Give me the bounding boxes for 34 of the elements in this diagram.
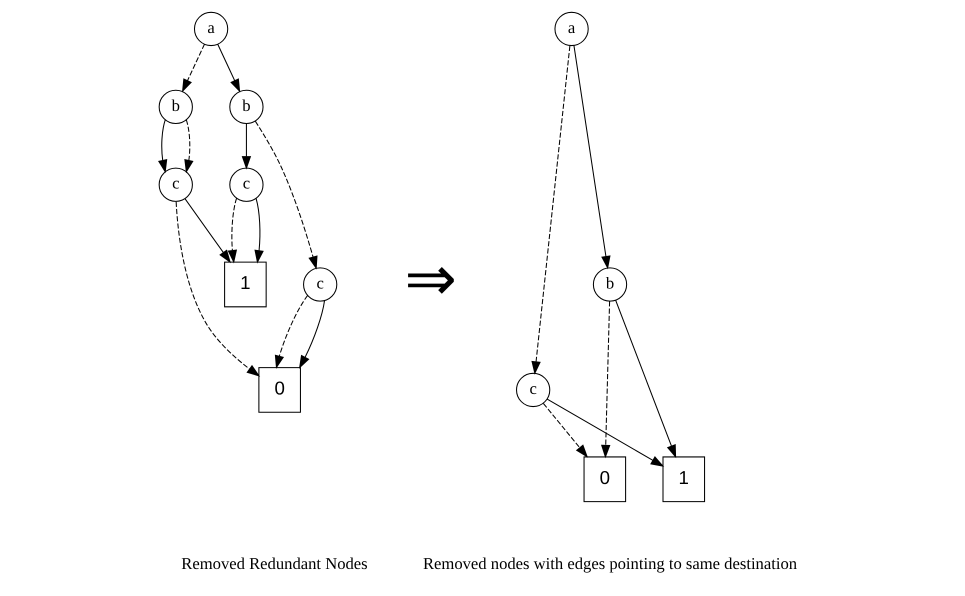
arrow: [228, 198, 238, 264]
arrow: [573, 45, 611, 270]
arrow: [217, 44, 240, 93]
arrow: [547, 398, 664, 467]
node-box: 1: [662, 456, 706, 502]
node-circle: c: [516, 372, 550, 408]
node-circle: c: [229, 168, 264, 202]
arrow: [601, 301, 610, 458]
node-circle: c: [158, 168, 193, 202]
arrow: [254, 198, 264, 264]
node-circle: b: [158, 90, 193, 124]
arrow: [176, 202, 260, 377]
arrow: [184, 120, 194, 174]
label: ⇒: [404, 245, 456, 314]
arrow: [543, 403, 588, 458]
node-box: 1: [224, 262, 267, 308]
node-circle: a: [554, 12, 589, 46]
node-box: 0: [584, 456, 626, 502]
label: Removed nodes with edges pointing to same destination: [422, 554, 798, 573]
arrow: [182, 44, 205, 93]
arrow: [158, 120, 168, 174]
arrow: [615, 300, 676, 458]
node-circle: b: [229, 90, 264, 124]
node-circle: a: [194, 12, 228, 46]
arrow: [242, 124, 252, 170]
arrow: [274, 295, 308, 369]
arrow: [184, 198, 231, 264]
arrow: [298, 300, 326, 369]
node-circle: b: [592, 267, 628, 302]
label: Removed Redundant Nodes: [181, 554, 368, 573]
arrow: [531, 46, 570, 375]
arrow: [254, 121, 318, 270]
node-circle: c: [303, 267, 338, 302]
node-box: 0: [258, 367, 301, 413]
